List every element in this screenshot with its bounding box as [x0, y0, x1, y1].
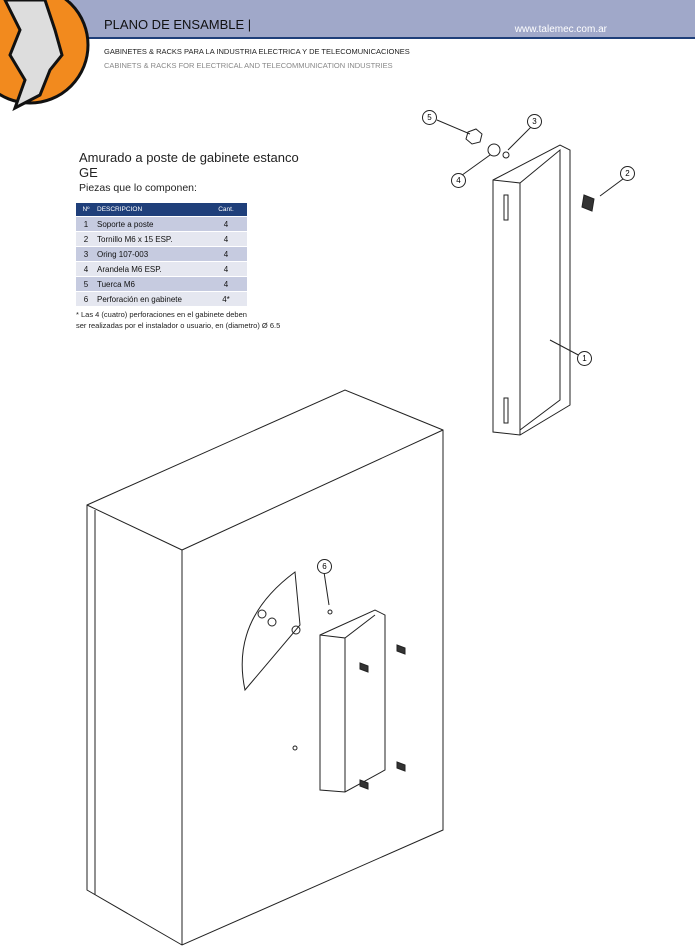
- callout-1: 1: [577, 351, 592, 366]
- part-description: Soporte a poste: [96, 217, 205, 231]
- bracket-exploded: [465, 128, 595, 436]
- col-description: DESCRIPCION: [96, 203, 205, 216]
- part-quantity: 4: [205, 277, 247, 291]
- part-quantity: 4: [205, 262, 247, 276]
- website-link[interactable]: www.talemec.com.ar: [514, 24, 607, 35]
- subtitle-spanish: GABINETES & RACKS PARA LA INDUSTRIA ELEC…: [104, 47, 410, 56]
- part-description: Arandela M6 ESP.: [96, 262, 205, 276]
- part-number: 5: [76, 277, 96, 291]
- part-description: Tuerca M6: [96, 277, 205, 291]
- header-bar: PLANO DE ENSAMBLE | www.talemec.com.ar: [70, 0, 695, 39]
- part-quantity: 4: [205, 217, 247, 231]
- part-number: 3: [76, 247, 96, 261]
- subtitle-english: CABINETS & RACKS FOR ELECTRICAL AND TELE…: [104, 61, 393, 70]
- wrench-logo-icon: [0, 0, 90, 112]
- title-line-2: GE: [79, 165, 98, 180]
- callout-5: 5: [422, 110, 437, 125]
- part-quantity: 4: [205, 247, 247, 261]
- note-line-2: ser realizadas por el instalador o usuar…: [76, 321, 281, 330]
- part-number: 2: [76, 232, 96, 246]
- callout-6: 6: [317, 559, 332, 574]
- page-title: PLANO DE ENSAMBLE |: [104, 17, 252, 32]
- part-number: 1: [76, 217, 96, 231]
- callout-leaders: [323, 119, 628, 606]
- part-quantity: 4*: [205, 292, 247, 306]
- cabinet: [86, 389, 444, 946]
- part-description: Perforación en gabinete: [96, 292, 205, 306]
- col-number: Nº: [76, 203, 96, 216]
- parts-heading: Piezas que lo componen:: [79, 182, 197, 194]
- callout-3: 3: [527, 114, 542, 129]
- callout-2: 2: [620, 166, 635, 181]
- part-quantity: 4: [205, 232, 247, 246]
- part-description: Oring 107-003: [96, 247, 205, 261]
- part-description: Tornillo M6 x 15 ESP.: [96, 232, 205, 246]
- part-number: 4: [76, 262, 96, 276]
- col-quantity: Cant.: [205, 203, 247, 216]
- title-line-1: Amurado a poste de gabinete estanco: [79, 150, 299, 165]
- note-line-1: * Las 4 (cuatro) perforaciones en el gab…: [76, 310, 247, 319]
- callout-4: 4: [451, 173, 466, 188]
- footnote: * Las 4 (cuatro) perforaciones en el gab…: [76, 309, 280, 331]
- part-number: 6: [76, 292, 96, 306]
